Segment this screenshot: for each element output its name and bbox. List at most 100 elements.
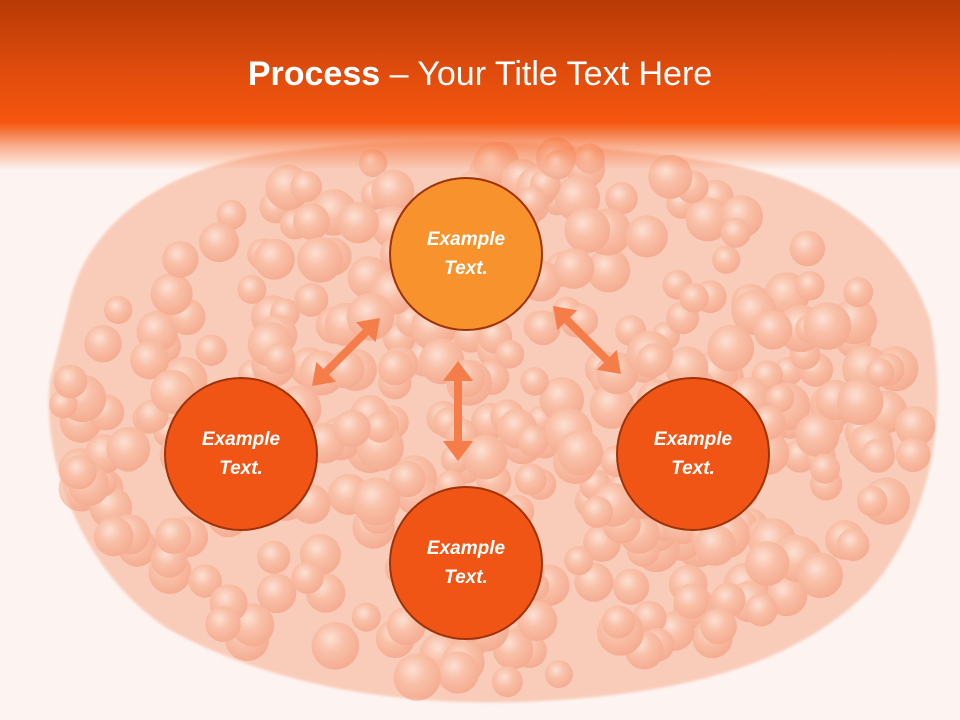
- node-left-label: Example Text.: [201, 429, 281, 479]
- caviar-egg: [809, 453, 841, 484]
- caviar-egg: [293, 203, 330, 240]
- caviar-egg: [694, 524, 736, 566]
- caviar-egg: [797, 552, 843, 599]
- caviar-egg: [389, 460, 426, 498]
- caviar-egg: [463, 434, 508, 480]
- caviar-egg: [311, 622, 360, 670]
- caviar-egg: [491, 666, 523, 698]
- caviar-egg: [707, 324, 754, 372]
- caviar-egg: [62, 454, 97, 490]
- caviar-egg: [294, 282, 329, 317]
- caviar-egg: [843, 277, 874, 308]
- caviar-egg: [195, 334, 227, 367]
- caviar-egg: [162, 241, 199, 278]
- caviar-egg: [291, 561, 324, 594]
- caviar-egg: [297, 237, 343, 283]
- node-right-label: Example Text.: [653, 429, 733, 479]
- caviar-egg: [436, 651, 480, 694]
- caviar-egg: [364, 412, 395, 443]
- caviar-egg: [256, 573, 297, 614]
- caviar-egg: [700, 607, 737, 645]
- caviar-egg: [836, 528, 870, 562]
- double-arrow-vertical-icon: [443, 361, 473, 461]
- double-arrow-diagonal-left-icon: [312, 318, 380, 386]
- caviar-egg: [337, 201, 379, 244]
- caviar-egg: [495, 339, 525, 369]
- double-arrow-diagonal-right-icon: [553, 306, 621, 374]
- caviar-egg: [393, 653, 441, 701]
- caviar-egg: [106, 426, 151, 471]
- caviar-egg: [544, 660, 573, 689]
- caviar-egg: [199, 222, 239, 263]
- caviar-egg: [333, 409, 371, 448]
- process-node-left[interactable]: Example Text.: [164, 377, 318, 531]
- caviar-egg: [352, 477, 401, 526]
- caviar-egg: [290, 170, 323, 203]
- process-node-right[interactable]: Example Text.: [616, 377, 770, 531]
- caviar-egg: [866, 358, 895, 387]
- caviar-egg: [744, 593, 778, 627]
- caviar-egg: [557, 429, 603, 476]
- title-bold: Process: [247, 55, 381, 93]
- caviar-egg: [745, 541, 790, 586]
- caviar-egg: [517, 600, 558, 642]
- caviar-egg: [586, 248, 631, 293]
- caviar-egg: [712, 245, 741, 274]
- caviar-egg: [188, 564, 222, 598]
- caviar-egg: [371, 169, 415, 213]
- caviar-egg: [613, 568, 650, 605]
- caviar-egg: [263, 342, 296, 374]
- title-bar: [0, 0, 960, 170]
- caviar-egg: [520, 367, 549, 396]
- title-regular: – Your Title Text Here: [380, 55, 713, 93]
- caviar-egg: [378, 350, 413, 386]
- caviar-egg: [601, 605, 636, 639]
- caviar-egg: [766, 384, 795, 413]
- caviar-egg: [860, 438, 896, 473]
- caviar-egg: [205, 606, 241, 642]
- caviar-egg: [237, 274, 267, 304]
- caviar-egg: [150, 272, 193, 315]
- caviar-egg: [679, 283, 709, 313]
- caviar-egg: [104, 295, 133, 325]
- caviar-egg: [856, 486, 888, 517]
- caviar-egg: [589, 384, 635, 429]
- caviar-egg: [553, 248, 595, 289]
- caviar-egg: [346, 293, 395, 341]
- caviar-egg: [257, 540, 291, 574]
- caviar-egg: [795, 271, 825, 301]
- slide-title: Process – Your Title Text Here: [0, 52, 960, 96]
- caviar-egg: [753, 310, 793, 350]
- caviar-egg: [130, 340, 169, 380]
- caviar-egg: [673, 583, 709, 619]
- caviar-egg: [253, 238, 295, 280]
- caviar-egg: [895, 437, 931, 473]
- caviar-egg: [625, 215, 668, 258]
- caviar-egg: [720, 218, 751, 248]
- caviar-egg: [84, 325, 122, 363]
- caviar-egg: [605, 182, 638, 215]
- process-node-bottom[interactable]: Example Text.: [389, 486, 543, 640]
- caviar-egg: [514, 463, 547, 496]
- caviar-egg: [216, 199, 247, 230]
- caviar-egg: [837, 378, 884, 425]
- caviar-egg: [53, 364, 88, 399]
- caviar-egg: [895, 406, 936, 447]
- caviar-egg: [564, 546, 594, 576]
- caviar-egg: [93, 516, 134, 557]
- caviar-egg: [685, 197, 730, 242]
- caviar-egg: [789, 230, 826, 267]
- caviar-egg: [525, 310, 561, 346]
- node-bottom-label: Example Text.: [426, 538, 506, 588]
- caviar-egg: [636, 343, 671, 377]
- caviar-egg: [517, 425, 549, 457]
- process-node-top[interactable]: Example Text.: [389, 177, 543, 331]
- caviar-egg: [581, 496, 614, 528]
- caviar-egg: [564, 207, 611, 254]
- caviar-egg: [803, 302, 852, 350]
- caviar-egg: [351, 602, 381, 632]
- node-top-label: Example Text.: [426, 229, 506, 279]
- caviar-egg: [795, 412, 840, 457]
